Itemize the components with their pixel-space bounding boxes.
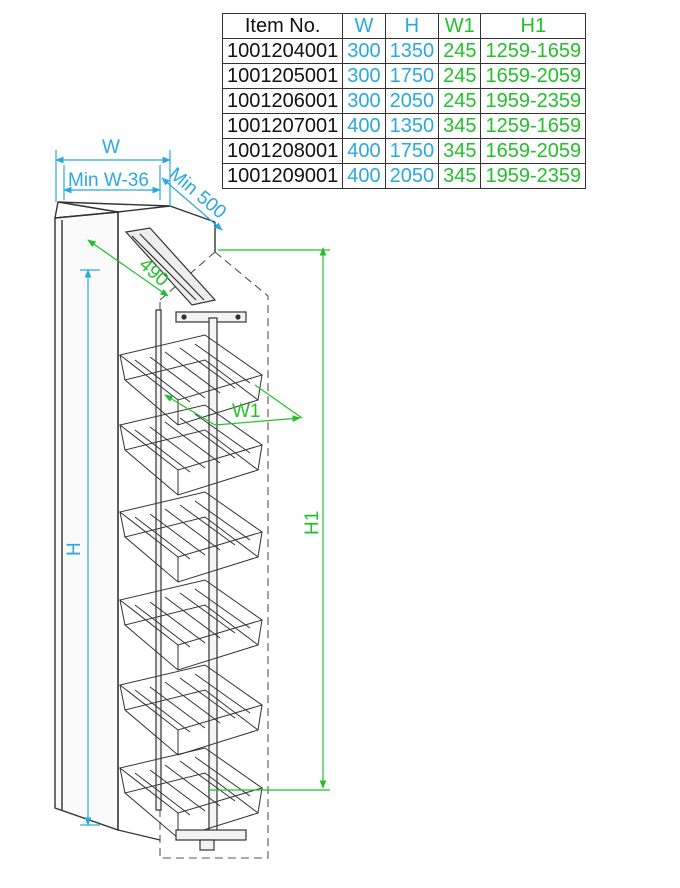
cell-h1: 1959-2359 [480,163,587,189]
cell-h1: 1659-2059 [480,138,587,164]
cell-w1: 345 [438,163,482,189]
cell-w1: 345 [438,113,482,139]
dimension-min-depth-label: Min 500 [165,164,230,224]
header-w: W [342,13,386,39]
header-w1: W1 [438,13,482,39]
dimension-min-depth [161,177,223,231]
cell-item-no: 1001209001 [221,163,344,189]
table-row: 1001209001 400 2050 345 1959-2359 [221,163,587,189]
cell-w: 400 [342,163,386,189]
cell-w: 400 [342,138,386,164]
cell-h: 1750 [384,138,440,164]
cell-h: 1350 [384,38,440,64]
basket-6 [118,747,264,839]
cell-h1: 1259-1659 [480,38,587,64]
table-header-row: Item No. W H W1 H1 [221,13,587,39]
dimension-min-w-label: Min W-36 [68,170,149,191]
dimension-w1 [164,384,303,426]
basket-4 [118,579,264,671]
bottom-runner [175,829,247,851]
cell-w: 300 [342,63,386,89]
cell-item-no: 1001205001 [221,63,344,89]
cell-w1: 345 [438,138,482,164]
table-row: 1001205001 300 1750 245 1659-2059 [221,63,587,89]
cell-item-no: 1001208001 [221,138,344,164]
cell-h: 2050 [384,163,440,189]
cabinet-front-edges [117,212,161,841]
cell-w1: 245 [438,38,482,64]
cell-item-no: 1001206001 [221,88,344,114]
dimension-w1-label: W1 [232,401,261,422]
cell-w: 300 [342,38,386,64]
dimension-h1 [208,247,330,791]
table-row: 1001207001 400 1350 345 1259-1659 [221,113,587,139]
table-row: 1001208001 400 1750 345 1659-2059 [221,138,587,164]
header-h1: H1 [480,13,587,39]
cell-w1: 245 [438,63,482,89]
dimension-depth [87,239,169,297]
basket-1 [118,334,264,426]
dimension-w-label: W [102,137,120,158]
cell-h1: 1959-2359 [480,88,587,114]
table-row: 1001206001 300 2050 245 1959-2359 [221,88,587,114]
dimension-h1-label: H1 [302,511,323,535]
dimension-h-label: H [64,542,85,556]
spec-table: Item No. W H W1 H1 1001204001 300 1350 2… [221,13,587,189]
cell-h1: 1259-1659 [480,113,587,139]
cell-h1: 1659-2059 [480,63,587,89]
header-item-no: Item No. [221,13,344,39]
basket-2 [118,404,264,496]
basket-5 [118,664,264,756]
table-row: 1001204001 300 1350 245 1259-1659 [221,38,587,64]
cell-item-no: 1001207001 [221,113,344,139]
dimension-h [80,269,100,826]
central-pole [155,309,218,839]
cell-w: 300 [342,88,386,114]
basket-3 [118,491,264,583]
